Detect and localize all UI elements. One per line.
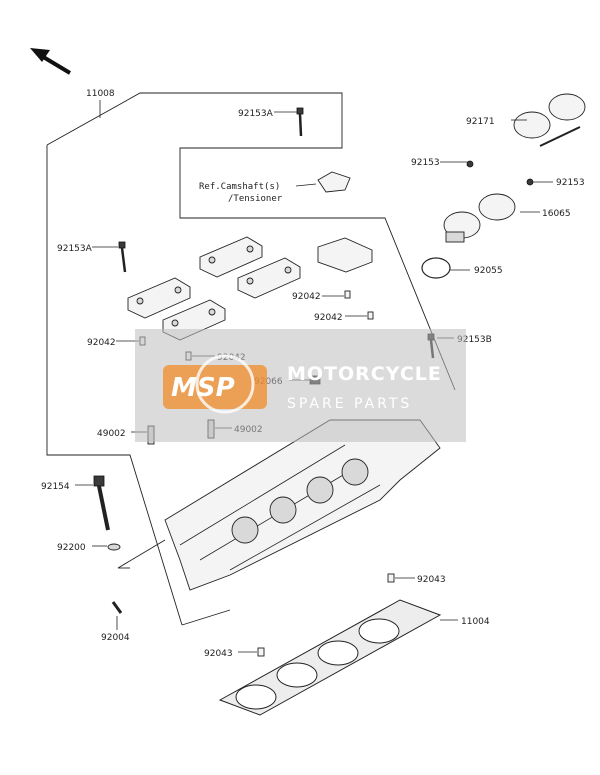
cylinder-head	[164, 419, 441, 591]
part-label-49002-a: 49002	[97, 429, 126, 439]
watermark-subtitle: SPARE PARTS	[287, 396, 412, 412]
part-label-92154: 92154	[41, 482, 70, 492]
part-label-92042-c: 92042	[87, 338, 116, 348]
part-label-92171: 92171	[466, 117, 495, 127]
part-label-92042-a: 92042	[292, 292, 321, 302]
tensioner-bracket	[317, 171, 351, 193]
globe-icon	[195, 354, 255, 414]
watermark-logo-badge	[163, 365, 267, 409]
intake-parts	[421, 93, 586, 279]
part-label-11004: 11004	[461, 617, 490, 627]
assembly-frame	[46, 92, 456, 626]
part-label-92004: 92004	[101, 633, 130, 643]
head-gasket	[218, 599, 442, 716]
part-label-92200: 92200	[57, 543, 86, 553]
part-label-92153-left: 92153	[411, 158, 440, 168]
reference-note-line2: /Tensioner	[228, 194, 283, 204]
part-label-16065: 16065	[542, 209, 571, 219]
part-label-92055: 92055	[474, 266, 503, 276]
reference-note-line1: Ref.Camshaft(s)	[199, 182, 280, 192]
part-label-92153-right: 92153	[556, 178, 585, 188]
watermark-logo-text: MSP	[171, 373, 235, 403]
watermark-title: MOTORCYCLE	[287, 363, 442, 385]
part-label-92043-b: 92043	[204, 649, 233, 659]
part-label-92153a-top: 92153A	[238, 109, 274, 119]
part-label-11008: 11008	[86, 89, 115, 99]
part-label-92153b: 92153B	[457, 335, 492, 345]
camshaft-caps	[127, 236, 373, 341]
part-label-92043-a: 92043	[417, 575, 446, 585]
part-labels: 11008 92153A 92171 92153 92153 16065 921…	[41, 89, 585, 659]
part-label-92042-b: 92042	[314, 313, 343, 323]
part-label-92153a-left: 92153A	[57, 244, 93, 254]
watermark: MSP MOTORCYCLE SPARE PARTS	[135, 329, 466, 442]
arrow-up-left-icon	[30, 48, 72, 75]
